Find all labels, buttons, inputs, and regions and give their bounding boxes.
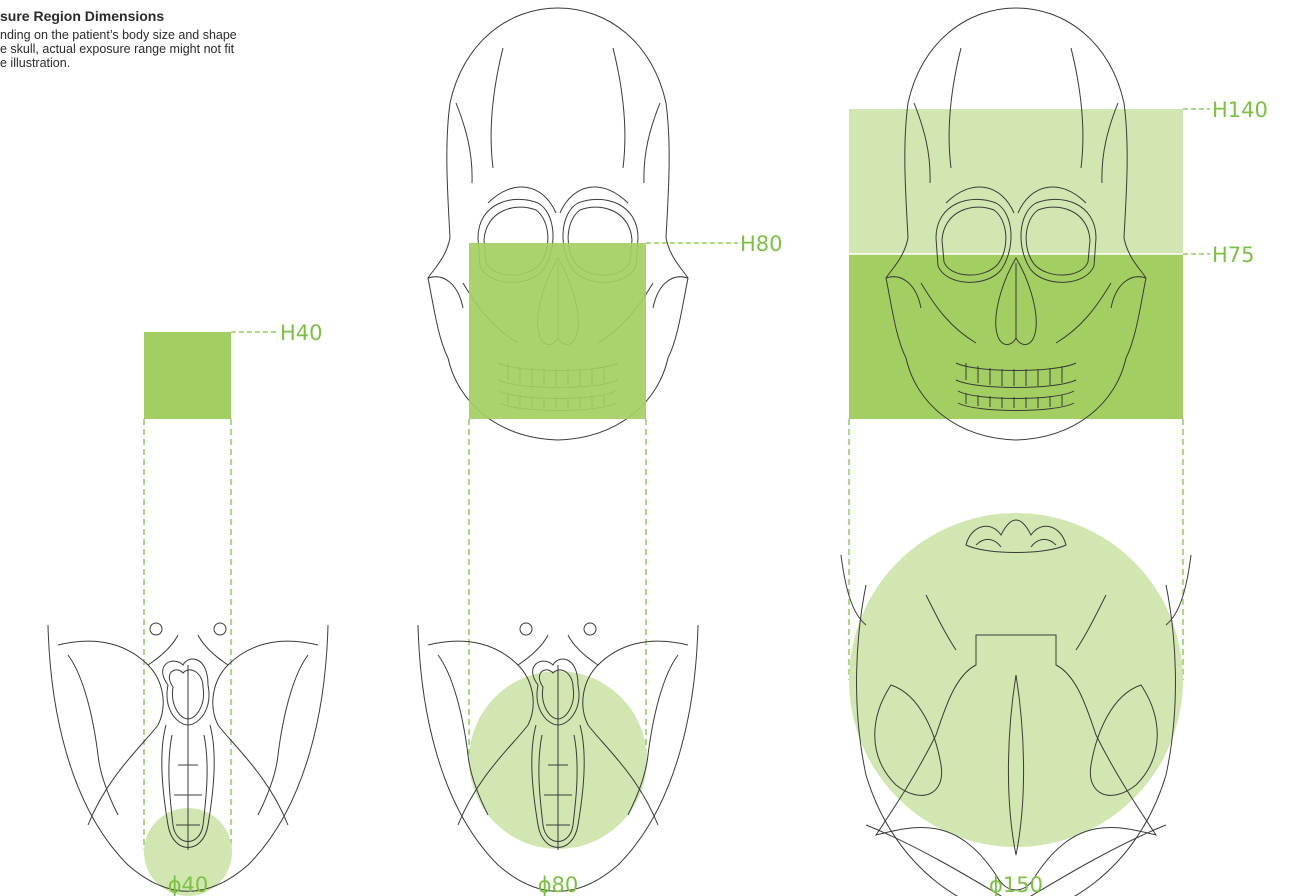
panel-40: H40 ϕ40 <box>48 321 328 896</box>
diameter-label-80: ϕ80 <box>538 873 579 896</box>
skull-base-80 <box>418 623 698 891</box>
height-label-h75: H75 <box>1212 243 1255 267</box>
exposure-rect-h140 <box>849 109 1183 254</box>
exposure-rect-h80 <box>469 243 646 419</box>
panel-150: H140 H75 ϕ150 <box>841 8 1268 896</box>
diameter-label-40: ϕ40 <box>168 873 209 896</box>
diameter-label-150: ϕ150 <box>989 873 1043 896</box>
panel-80: H80 ϕ80 <box>418 8 783 896</box>
height-label-h40: H40 <box>280 321 323 345</box>
exposure-circle-150 <box>849 513 1183 847</box>
height-label-h80: H80 <box>740 232 783 256</box>
exposure-rect-h40 <box>144 332 231 419</box>
height-label-h140: H140 <box>1212 98 1268 122</box>
